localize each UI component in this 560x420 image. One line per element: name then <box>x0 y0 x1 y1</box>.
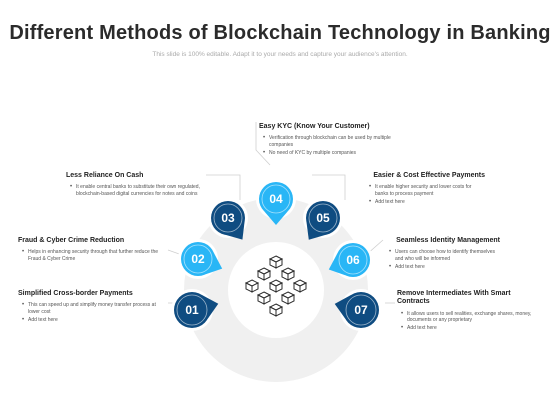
item-block-04: Easy KYC (Know Your Customer) Verificati… <box>259 123 399 157</box>
item-bullets-07: It allows users to sell realities, excha… <box>397 311 537 332</box>
item-bullets-01: This can speed up and simplify money tra… <box>18 302 168 323</box>
item-heading-02: Fraud & Cyber Crime Reduction <box>18 237 125 244</box>
bubble-05 <box>306 201 340 235</box>
item-heading-07: Remove Intermediates With Smart Contract… <box>397 290 511 306</box>
item-heading-05: Easier & Cost Effective Payments <box>373 172 485 179</box>
item-bullet: Add text here <box>369 199 485 206</box>
blockchain-cubes-icon <box>244 255 308 317</box>
bubble-inner-ring-02 <box>183 244 213 274</box>
item-bullet: It allows users to sell realities, excha… <box>401 311 537 324</box>
bubble-number-07: 07 <box>354 303 368 317</box>
item-bullet: It enable central banks to substitute th… <box>70 184 206 197</box>
bubble-number-02: 02 <box>191 252 205 266</box>
bubble-inner-ring-06 <box>338 245 368 275</box>
item-bullet: Verification through blockchain can be u… <box>263 135 399 148</box>
bubble-04 <box>259 182 293 216</box>
item-bullet: It enable higher security and lower cost… <box>369 184 485 197</box>
item-block-05: Easier & Cost Effective Payments It enab… <box>365 172 485 206</box>
bubble-07 <box>343 292 379 328</box>
bubble-inner-ring-04 <box>261 184 291 214</box>
item-bullets-06: Users can choose how to identify themsel… <box>385 249 500 270</box>
item-heading-06: Seamless Identity Management <box>396 237 500 244</box>
item-heading-03: Less Reliance On Cash <box>66 172 144 179</box>
page-title: Different Methods of Blockchain Technolo… <box>9 22 551 44</box>
bubble-01 <box>174 292 210 328</box>
bubble-number-06: 06 <box>346 253 360 267</box>
connector-line <box>255 122 271 166</box>
bubble-inner-ring-03 <box>213 203 243 233</box>
item-block-07: Remove Intermediates With Smart Contract… <box>397 290 537 333</box>
item-heading-01: Simplified Cross-border Payments <box>18 290 133 297</box>
item-bullet: Helps in enhancing security through that… <box>22 249 168 262</box>
item-heading-04: Easy KYC (Know Your Customer) <box>259 123 370 130</box>
item-bullet: Users can choose how to identify themsel… <box>389 249 500 262</box>
bubble-number-05: 05 <box>316 211 330 225</box>
item-bullet: Add text here <box>389 264 500 271</box>
bubble-number-04: 04 <box>269 192 283 206</box>
item-bullet: This can speed up and simplify money tra… <box>22 302 168 315</box>
page-subtitle: This slide is 100% editable. Adapt it to… <box>152 51 408 58</box>
bubble-03 <box>211 201 245 235</box>
bubble-02 <box>181 242 215 276</box>
connector-line <box>312 174 346 200</box>
bubble-inner-ring-07 <box>345 294 377 326</box>
item-bullet: Add text here <box>401 325 537 332</box>
bubble-inner-ring-05 <box>308 203 338 233</box>
connector-line <box>206 174 241 200</box>
item-bullets-05: It enable higher security and lower cost… <box>365 184 485 205</box>
item-bullets-02: Helps in enhancing security through that… <box>18 249 168 262</box>
bubble-inner-ring-01 <box>176 294 208 326</box>
bubble-number-01: 01 <box>185 303 199 317</box>
item-bullet: No need of KYC by multiple companies <box>263 150 399 157</box>
item-bullet: Add text here <box>22 317 168 324</box>
item-block-02: Fraud & Cyber Crime Reduction Helps in e… <box>18 237 168 264</box>
item-block-03: Less Reliance On Cash It enable central … <box>66 172 206 199</box>
bubble-06 <box>336 243 370 277</box>
bubble-number-03: 03 <box>221 211 235 225</box>
item-bullets-04: Verification through blockchain can be u… <box>259 135 399 156</box>
item-block-01: Simplified Cross-border Payments This ca… <box>18 290 168 324</box>
item-block-06: Seamless Identity Management Users can c… <box>385 237 500 271</box>
item-bullets-03: It enable central banks to substitute th… <box>66 184 206 197</box>
